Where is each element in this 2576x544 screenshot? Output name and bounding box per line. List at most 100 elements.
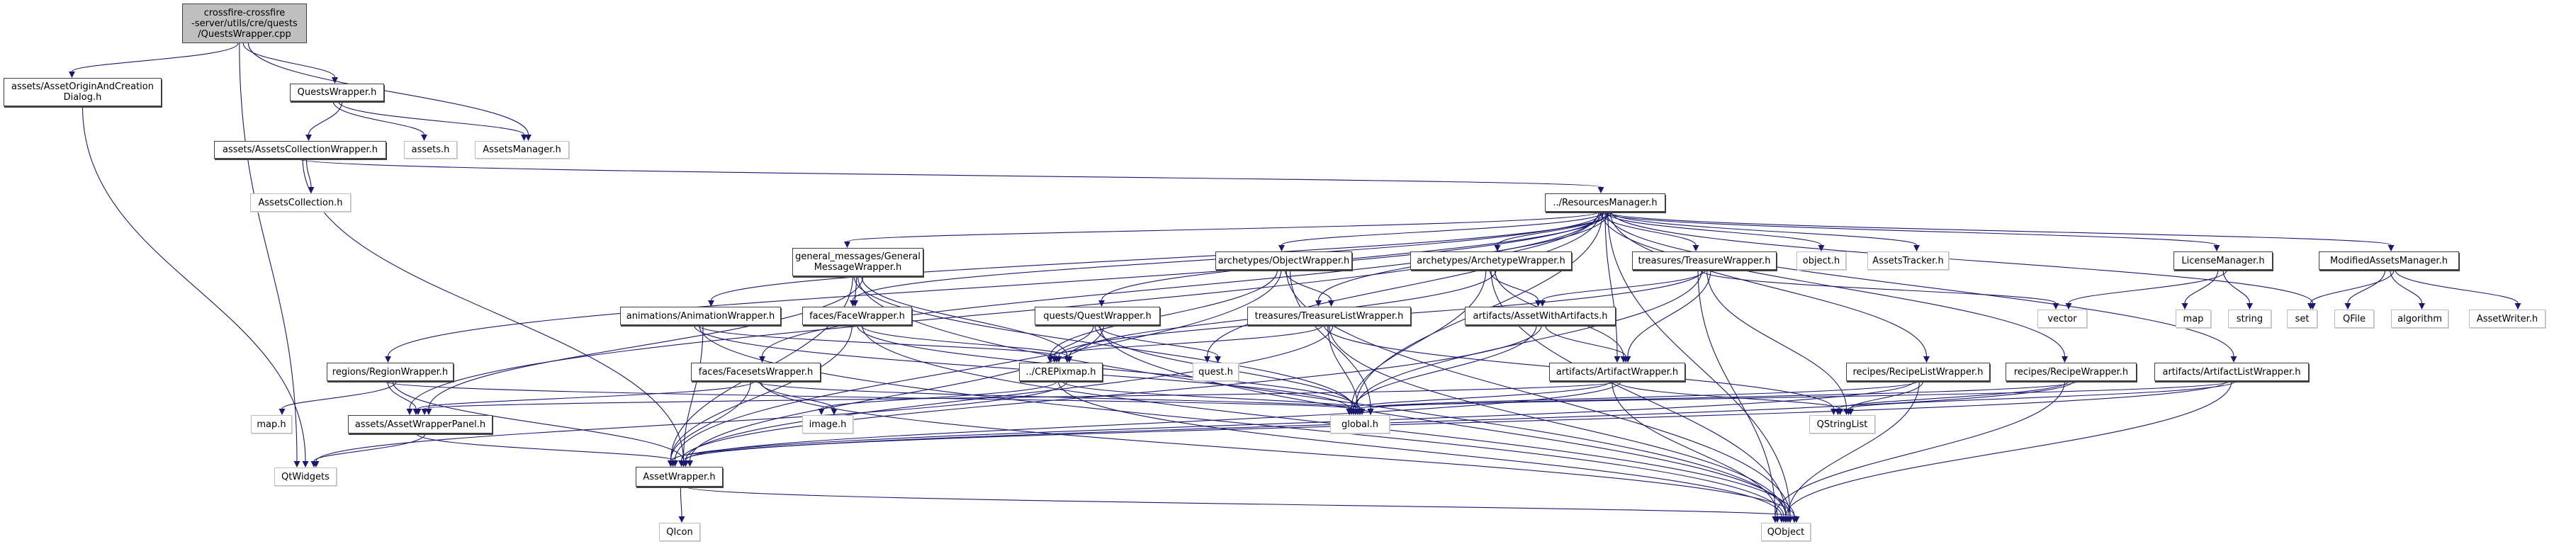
arrowhead-icon — [1597, 187, 1604, 193]
edge-crePixmap-to-globalH — [1062, 380, 1363, 409]
edge-root-to-qtwidgets — [239, 42, 298, 462]
graph-node-assets-manager: AssetsManager.h — [475, 141, 569, 159]
graph-node-vector: vector — [2037, 310, 2087, 328]
arrowhead-icon — [302, 461, 309, 468]
graph-node-recipe-wrapper[interactable]: recipes/RecipeWrapper.h — [2006, 363, 2137, 381]
arrowhead-icon — [1830, 409, 1837, 415]
edge-resourcesManager-to-artifactListWrapper — [1606, 211, 2234, 357]
edge-questsWrapper-to-collectionWrapper — [308, 101, 343, 135]
arrowhead-icon — [1278, 245, 1285, 251]
edge-animationWrapper-to-assetWrapper — [682, 324, 704, 461]
graph-node-face-wrapper[interactable]: faces/FaceWrapper.h — [802, 307, 912, 325]
graph-node-region-wrapper[interactable]: regions/RegionWrapper.h — [327, 363, 454, 381]
arrowhead-icon — [308, 187, 315, 193]
graph-node-object-wrapper[interactable]: archetypes/ObjectWrapper.h — [1215, 251, 1352, 270]
edge-crePixmap-to-imageH — [821, 380, 1058, 409]
graph-node-algorithm: algorithm — [2391, 310, 2448, 328]
edge-treasureWrapper-to-artifactWrapper — [1627, 269, 1711, 357]
edge-recipeListWrapper-to-qstringlist — [1850, 380, 1924, 409]
edge-resourcesManager-to-regionWrapper — [387, 211, 1604, 357]
edge-assetWrapperPanel-to-assetWrapper — [416, 433, 674, 461]
edge-recipeListWrapper-to-qobject — [1787, 380, 1920, 517]
graph-node-cre-pixmap[interactable]: ../CREPixmap.h — [1019, 363, 1103, 381]
arrowhead-icon — [332, 77, 338, 84]
arrowhead-icon — [425, 409, 432, 415]
graph-node-facesets-wrapper[interactable]: faces/FacesetsWrapper.h — [691, 363, 821, 381]
arrowhead-icon — [1614, 356, 1621, 363]
arrowhead-icon — [2246, 303, 2253, 310]
graph-node-assets-tracker: AssetsTracker.h — [1867, 251, 1949, 270]
graph-node-qtwidgets: QtWidgets — [274, 468, 337, 486]
arrowhead-icon — [1923, 356, 1930, 363]
graph-node-recipe-list-wrapper[interactable]: recipes/RecipeListWrapper.h — [1846, 363, 1990, 381]
graph-node-asset-wrapper-panel[interactable]: assets/AssetWrapperPanel.h — [348, 415, 493, 434]
edge-resourcesManager-to-set — [1611, 211, 2314, 304]
graph-node-asset-wrapper[interactable]: AssetWrapper.h — [636, 467, 723, 487]
edge-questsWrapper-to-assetsH — [332, 101, 425, 135]
arrowhead-icon — [1818, 245, 1825, 251]
edge-assetWrapper-to-qicon — [680, 486, 682, 517]
edge-root-to-assetsManager — [247, 42, 529, 135]
graph-node-treasure-wrapper[interactable]: treasures/TreasureWrapper.h — [1632, 251, 1777, 270]
graph-node-qobject: QObject — [1761, 523, 1811, 541]
graph-node-qstringlist: QStringList — [1809, 415, 1875, 434]
arrowhead-icon — [293, 461, 300, 468]
edge-facesetsWrapper-to-assetWrapper — [670, 380, 751, 461]
edge-modifiedAssets-to-algorithm — [2390, 269, 2423, 304]
arrowhead-icon — [1494, 245, 1501, 251]
arrowhead-icon — [1215, 356, 1221, 363]
graph-node-treasure-list-wrapper[interactable]: treasures/TreasureListWrapper.h — [1247, 307, 1411, 325]
arrowhead-icon — [1913, 245, 1920, 251]
edge-artifactListWrapper-to-qobject — [1785, 380, 2232, 517]
graph-node-origin-dialog[interactable]: assets/AssetOriginAndCreation Dialog.h — [4, 78, 162, 106]
arrowhead-icon — [831, 409, 838, 415]
graph-node-collection-wrapper[interactable]: assets/AssetsCollectionWrapper.h — [214, 141, 386, 159]
graph-node-animation-wrapper[interactable]: animations/AnimationWrapper.h — [620, 307, 781, 325]
edge-faceWrapper-to-qobject — [862, 324, 1795, 517]
graph-node-quest-wrapper[interactable]: quests/QuestWrapper.h — [1035, 307, 1160, 325]
edge-modifiedAssets-to-assetWriter — [2395, 269, 2519, 304]
edge-faceWrapper-to-crePixmap — [860, 324, 1068, 357]
arrowhead-icon — [305, 135, 312, 141]
edge-assetWithArtifacts-to-assetWrapper — [680, 324, 1542, 461]
graph-node-general-message[interactable]: general_messages/General MessageWrapper.… — [792, 248, 923, 276]
arrowhead-icon — [708, 300, 714, 307]
edge-licenseManager-to-map — [2184, 269, 2219, 304]
arrowhead-icon — [1350, 409, 1357, 415]
edge-treasureWrapper-to-globalH — [1355, 269, 1702, 409]
arrowhead-icon — [385, 356, 391, 363]
graph-node-map: map — [2176, 310, 2211, 328]
edge-facesetsWrapper-to-assetWrapperPanel — [417, 380, 755, 409]
graph-node-resources-manager[interactable]: ../ResourcesManager.h — [1545, 193, 1665, 212]
graph-node-quests-wrapper[interactable]: QuestsWrapper.h — [290, 84, 384, 101]
graph-node-license-manager[interactable]: LicenseManager.h — [2173, 251, 2273, 270]
edge-questsWrapper-to-assetsManager — [337, 101, 525, 135]
graph-node-root[interactable]: crossfire-crossfire -server/utils/cre/qu… — [182, 4, 307, 43]
arrowhead-icon — [680, 460, 687, 467]
edge-licenseManager-to-vector — [2068, 269, 2227, 304]
graph-node-archetype-wrapper[interactable]: archetypes/ArchetypeWrapper.h — [1410, 251, 1572, 270]
edge-regionWrapper-to-mapH — [281, 380, 398, 409]
edge-resourcesManager-to-generalMessage — [846, 211, 1599, 242]
edge-faceWrapper-to-globalH — [856, 324, 1361, 409]
graph-node-modified-assets[interactable]: ModifiedAssetsManager.h — [2319, 251, 2459, 270]
edge-resourcesManager-to-objectH — [1604, 211, 1822, 246]
arrowhead-icon — [2181, 303, 2188, 310]
graph-node-artifact-list-wrapper[interactable]: artifacts/ArtifactListWrapper.h — [2154, 363, 2309, 381]
edge-animationWrapper-to-crePixmap — [697, 324, 1057, 357]
edge-assetWithArtifacts-to-globalH — [1353, 324, 1537, 409]
arrowhead-icon — [1315, 300, 1322, 307]
edge-originDialog-to-qtwidgets — [81, 106, 306, 462]
graph-node-set: set — [2287, 310, 2317, 328]
edge-resourcesManager-to-questH — [1206, 211, 1601, 357]
edge-generalMessage-to-assetWrapperPanel — [428, 276, 864, 409]
graph-node-object-h: object.h — [1796, 251, 1846, 270]
arrowhead-icon — [421, 409, 428, 415]
graph-node-asset-with-artifacts[interactable]: artifacts/AssetWithArtifacts.h — [1465, 307, 1616, 325]
edge-animationWrapper-to-qobject — [699, 324, 1784, 517]
arrowhead-icon — [844, 242, 850, 248]
graph-node-artifact-wrapper[interactable]: artifacts/ArtifactWrapper.h — [1549, 363, 1685, 381]
arrowhead-icon — [1535, 300, 1541, 307]
arrowhead-icon — [1772, 516, 1779, 523]
graph-node-map-h: map.h — [251, 415, 292, 434]
